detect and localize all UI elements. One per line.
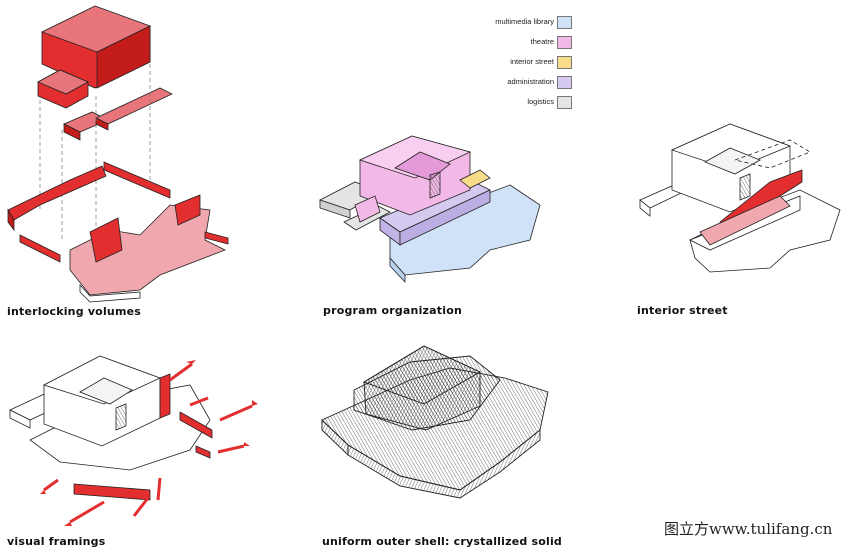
panel-interlocking-volumes [7, 5, 229, 303]
caption-interior-street: interior street [637, 304, 728, 317]
legend: multimedia library theatre interior stre… [470, 14, 580, 114]
legend-swatch [557, 36, 572, 49]
panel-interior-street [639, 123, 841, 273]
watermark: 图立方www.tulifang.cn [664, 520, 833, 538]
legend-item-multimedia-library: multimedia library [470, 14, 580, 34]
legend-label: administration [507, 77, 554, 86]
caption-program-organization: program organization [323, 304, 462, 317]
panel-program-organization [318, 135, 541, 284]
legend-label: interior street [510, 57, 554, 66]
caption-interlocking-volumes: interlocking volumes [7, 305, 142, 318]
legend-swatch [557, 56, 572, 69]
legend-item-theatre: theatre [470, 34, 580, 54]
caption-visual-framings: visual framings [7, 535, 106, 548]
legend-label: logistics [527, 97, 554, 106]
legend-swatch [557, 76, 572, 89]
legend-item-logistics: logistics [470, 94, 580, 114]
legend-item-interior-street: interior street [470, 54, 580, 74]
legend-swatch [557, 16, 572, 29]
panel-visual-framings [9, 355, 258, 526]
caption-uniform-outer-shell: uniform outer shell: crystallized solid [322, 535, 563, 548]
legend-label: multimedia library [495, 17, 554, 26]
legend-item-administration: administration [470, 74, 580, 94]
legend-label: theatre [530, 37, 554, 46]
legend-swatch [557, 96, 572, 109]
panel-uniform-outer-shell [321, 345, 549, 499]
